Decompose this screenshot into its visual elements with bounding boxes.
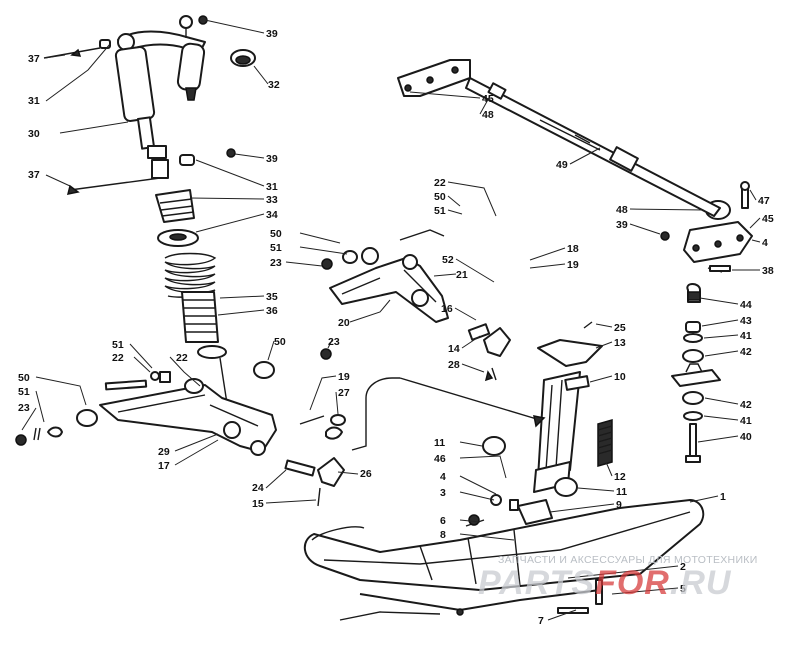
- callout-37: 37: [28, 169, 40, 181]
- ball-joints: [284, 323, 519, 511]
- callout-10: 10: [614, 371, 626, 383]
- callout-labels: 39 37 31 32 30 39 37 31 33 34 50 51 23 3…: [18, 28, 774, 627]
- ski-spindle: [482, 321, 613, 525]
- callout-8: 8: [440, 529, 446, 541]
- callout-39: 39: [266, 28, 278, 40]
- callout-2: 2: [680, 561, 686, 573]
- callout-39: 39: [266, 153, 278, 165]
- callout-51: 51: [270, 242, 282, 254]
- callout-47: 47: [758, 195, 770, 207]
- callout-40: 40: [740, 431, 752, 443]
- callout-35: 35: [266, 291, 278, 303]
- callout-7: 7: [538, 615, 544, 627]
- callout-41: 41: [740, 415, 752, 427]
- callout-14: 14: [448, 343, 460, 355]
- callout-49: 49: [556, 159, 568, 171]
- callout-46: 46: [434, 453, 446, 465]
- callout-52: 52: [442, 254, 454, 266]
- callout-44: 44: [740, 299, 752, 311]
- callout-11: 11: [616, 486, 627, 498]
- callout-51: 51: [112, 339, 124, 351]
- callout-23: 23: [328, 336, 340, 348]
- callout-27: 27: [338, 387, 350, 399]
- callout-16: 16: [441, 303, 453, 315]
- shock-absorber-assembly: [43, 15, 256, 195]
- lower-a-arm: [15, 348, 332, 456]
- callout-50: 50: [274, 336, 286, 348]
- spring-assembly: [155, 189, 235, 417]
- callout-38: 38: [762, 265, 774, 277]
- steering-arms: [397, 59, 753, 273]
- upper-a-arm: [321, 229, 449, 323]
- callout-51: 51: [18, 386, 30, 398]
- callout-9: 9: [616, 499, 622, 511]
- callout-50: 50: [434, 191, 446, 203]
- callout-45: 45: [762, 213, 774, 225]
- callout-51: 51: [434, 205, 446, 217]
- callout-50: 50: [270, 228, 282, 240]
- callout-22: 22: [434, 177, 446, 189]
- callout-23: 23: [270, 257, 282, 269]
- callout-42: 42: [740, 346, 752, 358]
- callout-18: 18: [567, 243, 579, 255]
- callout-31: 31: [266, 181, 278, 193]
- tie-rod: [465, 77, 721, 217]
- callout-22: 22: [112, 352, 124, 364]
- callout-28: 28: [448, 359, 460, 371]
- callout-30: 30: [28, 128, 40, 140]
- callout-25: 25: [614, 322, 626, 334]
- sway-bar: [351, 377, 546, 451]
- callout-6: 6: [440, 515, 446, 527]
- callout-34: 34: [266, 209, 278, 221]
- callout-48: 48: [616, 204, 628, 216]
- callout-45: 45: [482, 93, 494, 105]
- callout-19: 19: [567, 259, 579, 271]
- callout-15: 15: [252, 498, 264, 510]
- callout-12: 12: [614, 471, 626, 483]
- callout-22: 22: [176, 352, 188, 364]
- callout-4: 4: [762, 237, 768, 249]
- callout-48: 48: [482, 109, 494, 121]
- callout-1: 1: [720, 491, 726, 503]
- callout-36: 36: [266, 305, 278, 317]
- callout-17: 17: [158, 460, 170, 472]
- callout-33: 33: [266, 194, 278, 206]
- callout-13: 13: [614, 337, 626, 349]
- callout-37: 37: [28, 53, 40, 65]
- callout-31: 31: [28, 95, 40, 107]
- callout-50: 50: [18, 372, 30, 384]
- spindle-stack: [671, 283, 721, 463]
- leader-lines: [21, 19, 761, 621]
- callout-23: 23: [18, 402, 30, 414]
- callout-42: 42: [740, 399, 752, 411]
- ski: [304, 499, 705, 621]
- callout-5: 5: [680, 583, 686, 595]
- callout-24: 24: [252, 482, 264, 494]
- callout-11: 11: [434, 437, 445, 449]
- callout-43: 43: [740, 315, 752, 327]
- callout-26: 26: [360, 468, 372, 480]
- callout-3: 3: [440, 487, 446, 499]
- callout-29: 29: [158, 446, 170, 458]
- callout-4: 4: [440, 471, 446, 483]
- callout-32: 32: [268, 79, 280, 91]
- callout-19: 19: [338, 371, 350, 383]
- callout-39: 39: [616, 219, 628, 231]
- callout-21: 21: [456, 269, 468, 281]
- callout-20: 20: [338, 317, 350, 329]
- callout-41: 41: [740, 330, 752, 342]
